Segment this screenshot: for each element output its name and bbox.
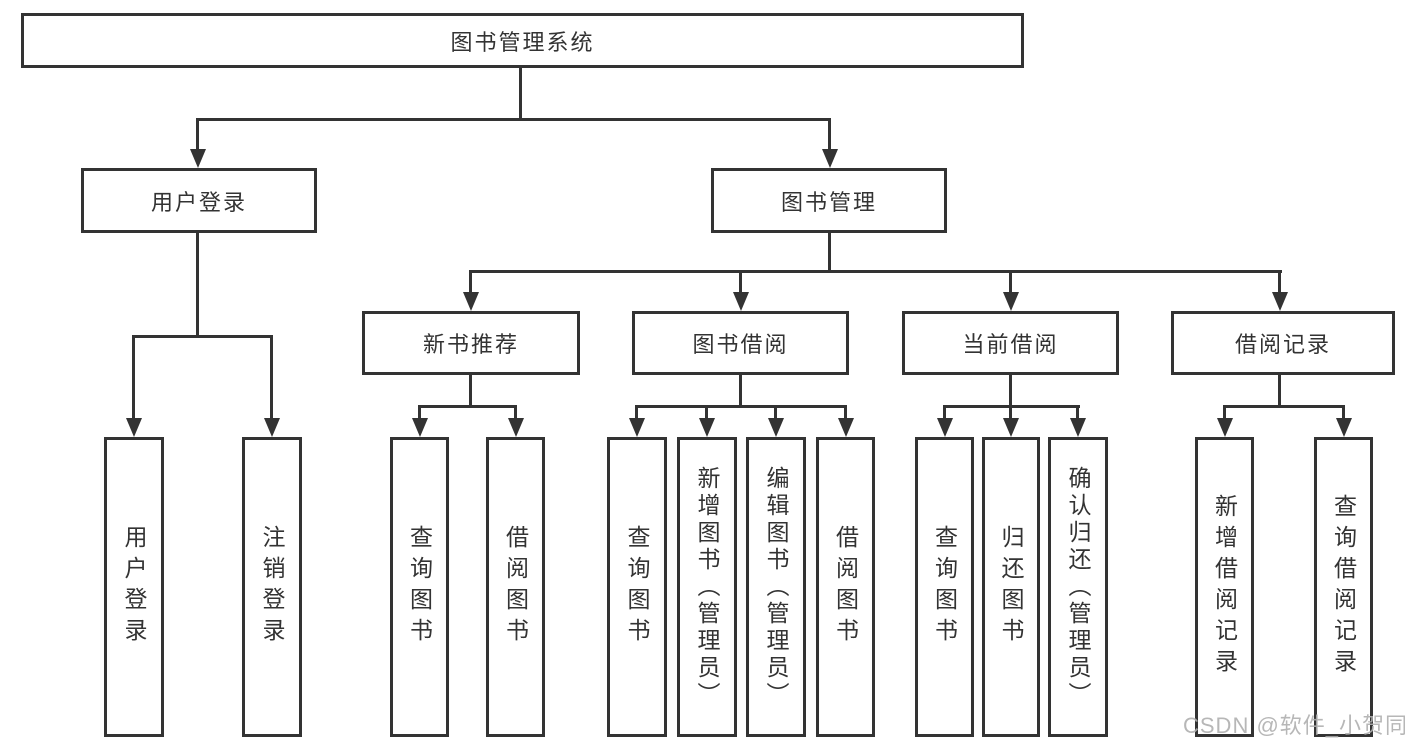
connector-drop-a1: [418, 407, 421, 421]
connector-records-bar: [1223, 405, 1345, 408]
connector-drop-logout-leaf: [270, 337, 273, 419]
arrowhead-c1: [937, 418, 953, 437]
leaf-borrow-books: 借阅图书: [816, 437, 875, 737]
arrowhead-login-leaf: [126, 418, 142, 437]
node-root: 图书管理系统: [21, 13, 1024, 68]
connector-bookborrow-bar: [635, 405, 847, 408]
arrowhead-a2: [508, 418, 524, 437]
leaf-borrow-books-label: 借阅图书: [832, 525, 859, 649]
node-borrowing-records-label: 借阅记录: [1234, 332, 1331, 357]
arrowhead-c3: [1070, 418, 1086, 437]
leaf-logout-label: 注销登录: [259, 525, 285, 649]
leaf-edit-books-admin: 编辑图书（管理员）: [746, 437, 806, 737]
connector-drop-b3: [774, 407, 777, 421]
arrowhead-new-book: [463, 292, 479, 311]
leaf-add-borrow-record: 新增借阅记录: [1195, 437, 1254, 737]
arrowhead-b1: [629, 418, 645, 437]
arrowhead-logout-leaf: [264, 418, 280, 437]
connector-drop-current-borrow: [1009, 272, 1012, 294]
node-current-borrowing-label: 当前借阅: [962, 332, 1059, 357]
connector-drop-c2: [1009, 407, 1012, 421]
arrowhead-current-borrow: [1003, 292, 1019, 311]
leaf-query-borrow-record-label: 查询借阅记录: [1330, 494, 1357, 680]
leaf-edit-books-admin-label: 编辑图书（管理员）: [763, 465, 789, 709]
connector-root-bar: [196, 118, 831, 121]
node-book-management: 图书管理: [711, 168, 947, 233]
leaf-query-books-recommend-label: 查询图书: [406, 525, 433, 649]
connector-drop-b2: [705, 407, 708, 421]
node-root-label: 图书管理系统: [450, 29, 595, 55]
leaf-confirm-return-admin: 确认归还（管理员）: [1048, 437, 1108, 737]
node-new-book-recommend: 新书推荐: [362, 311, 580, 375]
leaf-return-books-label: 归还图书: [998, 525, 1024, 649]
node-borrowing-records: 借阅记录: [1171, 311, 1395, 375]
arrowhead-b3: [768, 418, 784, 437]
arrowhead-book-management: [822, 149, 838, 168]
leaf-return-books: 归还图书: [982, 437, 1040, 737]
node-user-login-label: 用户登录: [150, 189, 247, 215]
connector-drop-user-login: [196, 120, 199, 151]
arrowhead-a1: [412, 418, 428, 437]
connector-drop-new-book: [469, 272, 472, 294]
arrowhead-borrow-records: [1272, 292, 1288, 311]
node-book-management-label: 图书管理: [780, 189, 877, 215]
connector-drop-login-leaf: [132, 337, 135, 419]
connector-drop-d2: [1342, 407, 1345, 421]
leaf-add-books-admin-label: 新增图书（管理员）: [694, 465, 720, 709]
arrowhead-d2: [1336, 418, 1352, 437]
connector-records-stub: [1278, 375, 1281, 408]
connector-drop-c1: [943, 407, 946, 421]
leaf-query-borrow-record: 查询借阅记录: [1314, 437, 1373, 737]
leaf-confirm-return-admin-label: 确认归还（管理员）: [1065, 465, 1091, 709]
leaf-query-books-current: 查询图书: [915, 437, 974, 737]
connector-drop-book-management: [828, 120, 831, 151]
leaf-borrow-books-recommend-label: 借阅图书: [502, 525, 529, 649]
leaf-query-books-current-label: 查询图书: [931, 525, 958, 649]
arrowhead-d1: [1217, 418, 1233, 437]
arrowhead-b2: [699, 418, 715, 437]
node-book-borrowing-label: 图书借阅: [692, 332, 789, 357]
connector-drop-borrow-records: [1278, 272, 1281, 294]
connector-currentborrow-stub: [1009, 375, 1012, 408]
connector-drop-book-borrow: [739, 272, 742, 294]
connector-bookborrow-stub: [739, 375, 742, 408]
arrowhead-book-borrow: [733, 292, 749, 311]
connector-drop-a2: [514, 407, 517, 421]
arrowhead-c2: [1003, 418, 1019, 437]
leaf-query-books-borrowing-label: 查询图书: [624, 525, 650, 649]
leaf-logout: 注销登录: [242, 437, 302, 737]
connector-bookmgmt-stub: [828, 233, 831, 273]
connector-drop-b1: [635, 407, 638, 421]
connector-bookmgmt-bar: [469, 270, 1282, 273]
connector-drop-d1: [1223, 407, 1226, 421]
connector-newbook-bar: [418, 405, 517, 408]
arrowhead-b4: [838, 418, 854, 437]
connector-root-stub: [519, 68, 522, 121]
node-current-borrowing: 当前借阅: [902, 311, 1119, 375]
leaf-user-login: 用户登录: [104, 437, 164, 737]
leaf-user-login-label: 用户登录: [121, 525, 147, 649]
connector-currentborrow-bar: [943, 405, 1080, 408]
connector-drop-c3: [1076, 407, 1079, 421]
node-book-borrowing: 图书借阅: [632, 311, 849, 375]
connector-userlogin-stub: [196, 233, 199, 337]
csdn-watermark: CSDN @软件_小贺同学: [1183, 713, 1405, 738]
connector-userlogin-bar: [132, 335, 273, 338]
leaf-borrow-books-recommend: 借阅图书: [486, 437, 545, 737]
leaf-add-books-admin: 新增图书（管理员）: [677, 437, 737, 737]
node-user-login: 用户登录: [81, 168, 317, 233]
leaf-add-borrow-record-label: 新增借阅记录: [1211, 494, 1238, 680]
leaf-query-books-borrowing: 查询图书: [607, 437, 667, 737]
node-new-book-recommend-label: 新书推荐: [422, 332, 519, 357]
arrowhead-user-login: [190, 149, 206, 168]
connector-newbook-stub: [469, 375, 472, 408]
leaf-query-books-recommend: 查询图书: [390, 437, 449, 737]
connector-drop-b4: [844, 407, 847, 421]
